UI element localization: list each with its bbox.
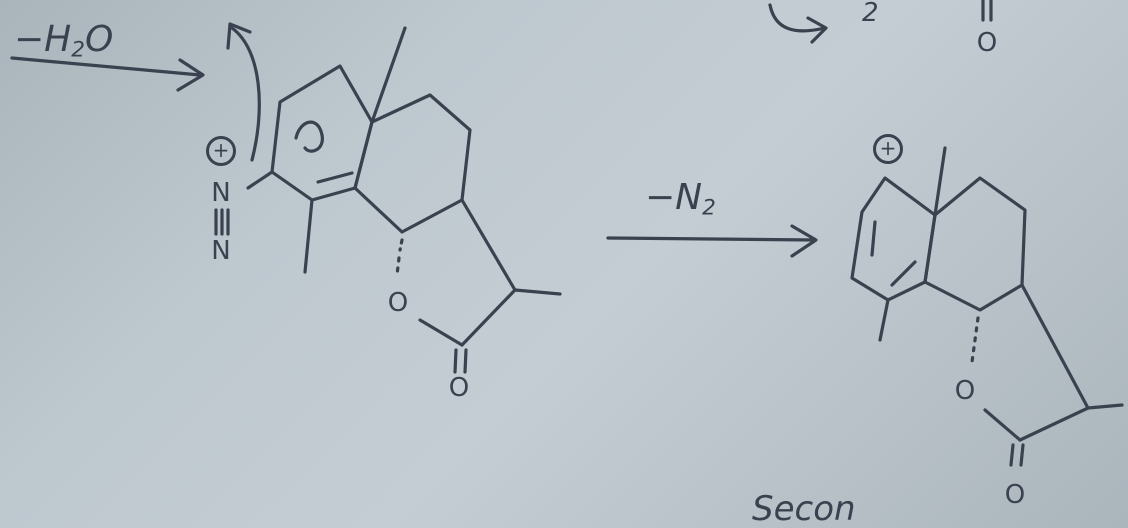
footer-handwriting: Secon [752, 489, 856, 528]
left-lactone-dash-b [395, 256, 401, 277]
right-lactone-bond [1018, 406, 1090, 442]
right-lactone-dash [970, 316, 980, 364]
reagent-minus-water-sub: 2 [71, 37, 85, 63]
right-methyl-bottom [878, 298, 890, 342]
right-ring-junction [1020, 283, 1090, 410]
pushing-arrow-head [226, 22, 252, 50]
reaction-arrow-one-shaft [10, 56, 202, 77]
left-methyl-side [513, 288, 562, 296]
left-ring-junction [460, 198, 517, 292]
right-carbonyl-oxygen: O [1004, 480, 1026, 510]
left-ring-double-bond [316, 171, 354, 184]
top-curved-arrow [768, 3, 827, 33]
reagent-minus-water-tail: O [84, 19, 114, 60]
reagent-minus-nitrogen-sub: 2 [702, 195, 716, 221]
left-lactone-bond [460, 288, 517, 347]
top-curved-arrowhead [806, 16, 828, 44]
reaction-arrow-two-shaft [606, 236, 817, 242]
left-methyl-top [370, 26, 407, 124]
right-ring-oxygen: O [954, 376, 976, 406]
left-carbonyl-oxygen: O [448, 373, 470, 403]
right-ring-double-bond-b [890, 260, 917, 287]
top-fragment-subscript: 2 [862, 0, 879, 26]
pushing-arrow-curve [230, 26, 261, 162]
right-ring-double-bond-a [870, 220, 877, 257]
right-carbonyl-bond-b [1019, 443, 1025, 467]
left-diazo-bond [246, 170, 274, 190]
right-methyl-top [933, 146, 947, 217]
left-nitrogen-lower: N [211, 236, 231, 266]
left-methyl-bottom [303, 198, 314, 274]
right-lactone-c-o [983, 408, 1022, 442]
top-carbonyl-oxygen: O [976, 28, 998, 58]
reagent-minus-water-main: −H [14, 19, 72, 60]
left-carbonyl-bond-a [453, 348, 458, 374]
reaction-arrow-one-head [176, 58, 205, 92]
left-lactone-c-o [418, 318, 464, 347]
reagent-minus-water: −H2O [14, 22, 113, 61]
right-carbonyl-bond-a [1009, 443, 1015, 467]
right-positive-charge: + [873, 134, 903, 164]
left-ring-electron-arrow [294, 120, 324, 153]
left-nitrogen-upper: N [211, 178, 231, 208]
reagent-minus-nitrogen: −N2 [645, 180, 716, 219]
left-lactone-dash-a [398, 238, 404, 252]
left-carbonyl-bond-b [463, 348, 468, 374]
left-positive-charge: + [206, 136, 236, 166]
left-ring-oxygen: O [387, 288, 409, 318]
reagent-minus-nitrogen-main: −N [645, 177, 703, 218]
reaction-arrow-two-head [790, 224, 818, 258]
right-methyl-side [1086, 403, 1124, 410]
top-fragment-sub: 2 [862, 0, 879, 28]
